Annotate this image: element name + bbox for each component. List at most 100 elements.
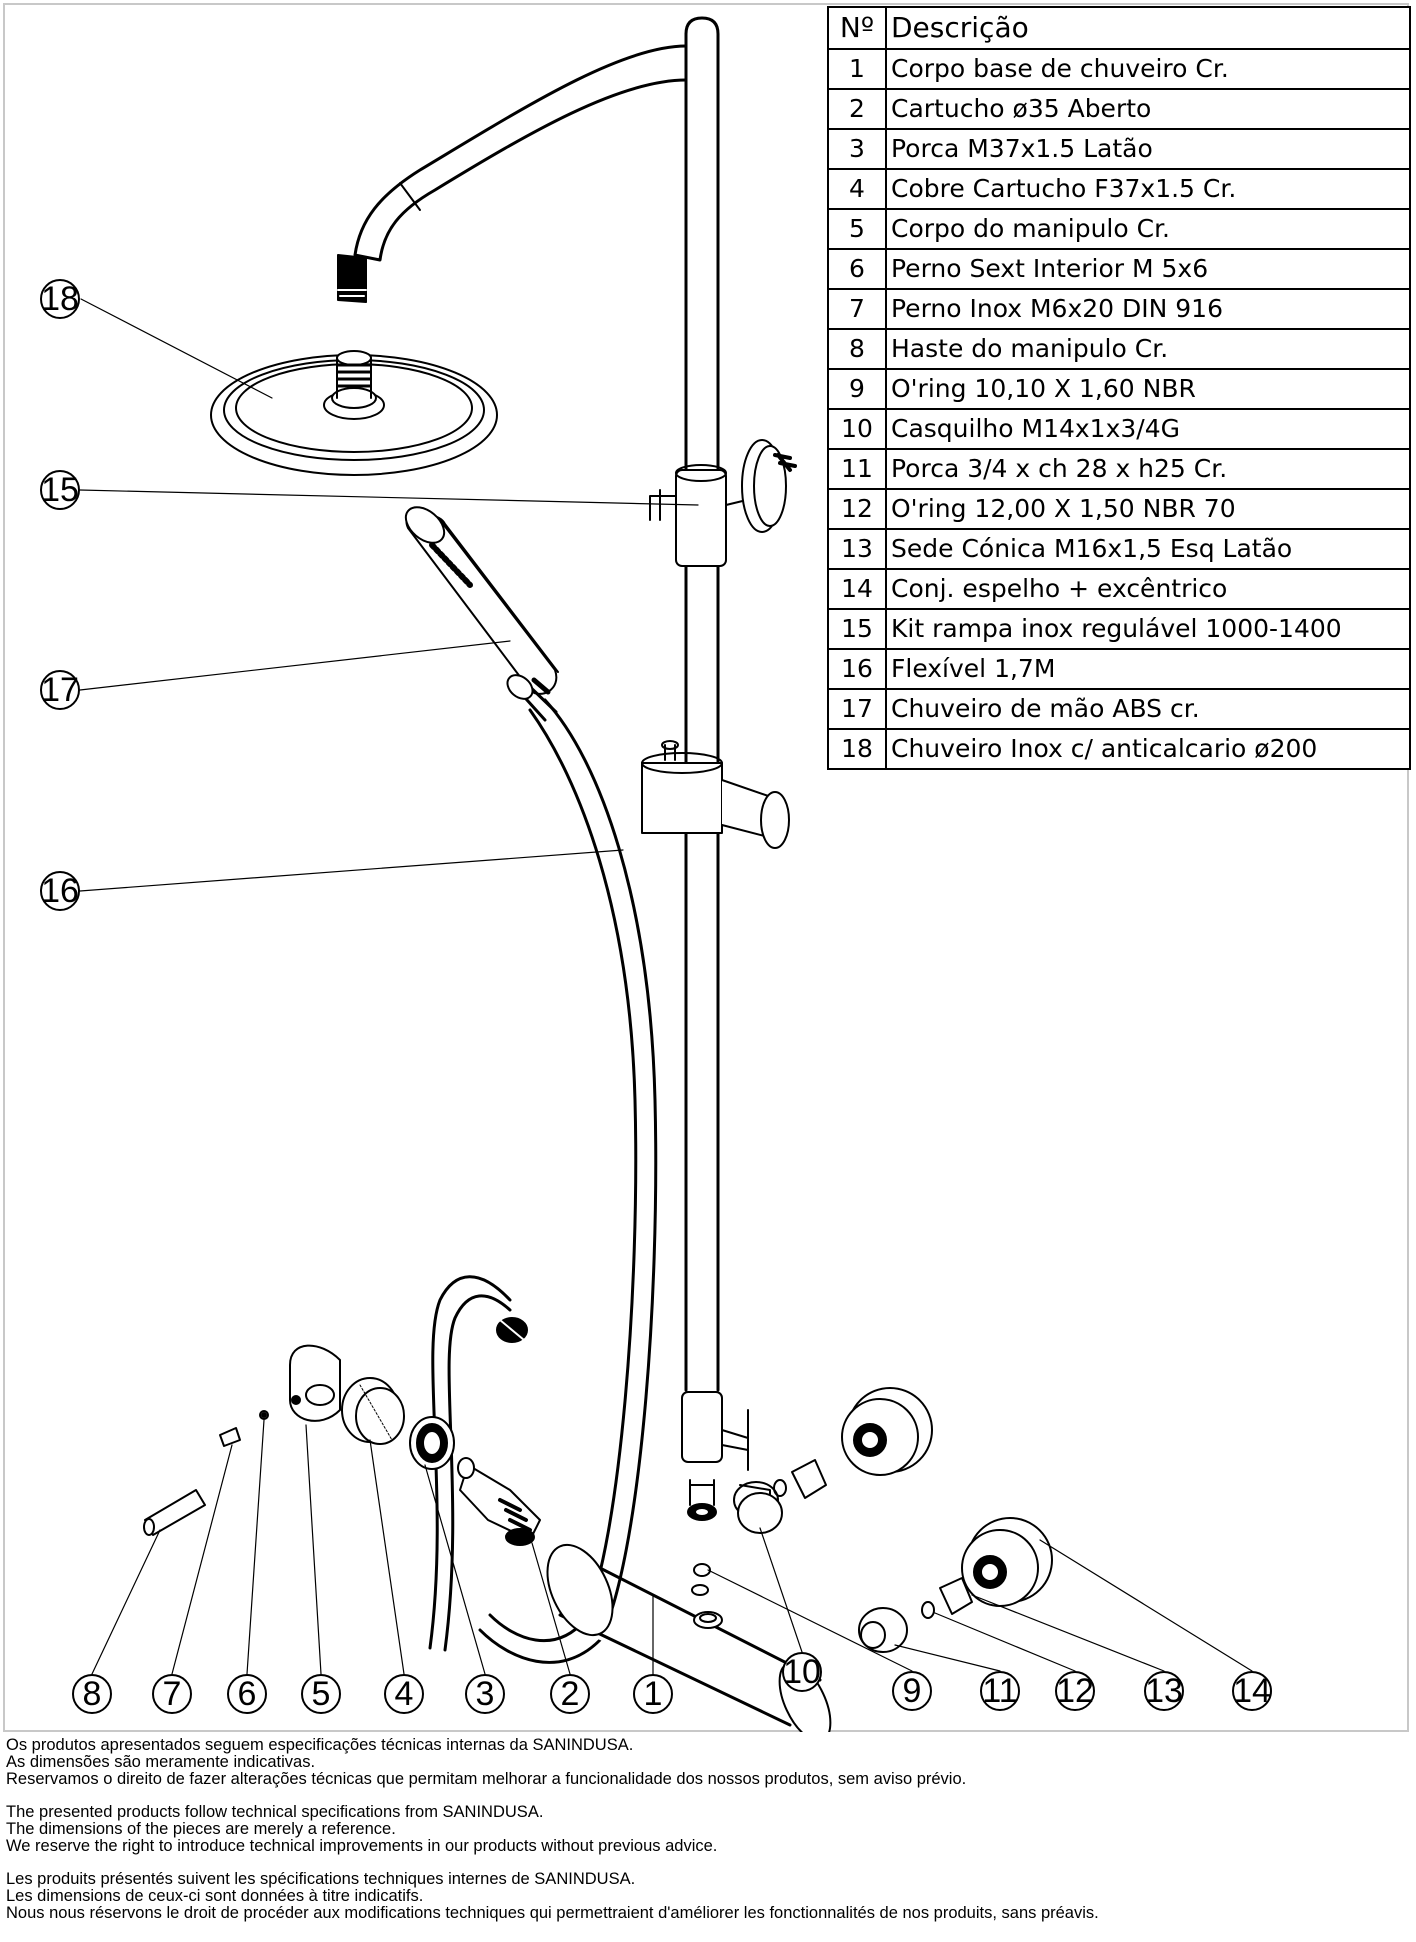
leader-lines [79, 298, 1253, 1675]
disclaimer-line: We reserve the right to introduce techni… [6, 1837, 718, 1855]
lower-hose [428, 1275, 528, 1652]
callout-2: 2 [550, 1674, 590, 1714]
disclaimer-line: The presented products follow technical … [6, 1803, 544, 1821]
rain-shower-head [210, 350, 498, 476]
part-description: Corpo do manipulo Cr. [885, 208, 1411, 250]
part-number: 3 [827, 128, 887, 170]
hand-shower [404, 506, 559, 695]
part-number: 11 [827, 448, 887, 490]
cartridge [457, 1457, 541, 1546]
disclaimer-footer: Os produtos apresentados seguem especifi… [6, 1737, 1406, 1938]
valve-riser [681, 1391, 779, 1521]
callout-11: 11 [980, 1671, 1020, 1711]
part-description: Haste do manipulo Cr. [885, 328, 1411, 370]
callout-10: 10 [782, 1652, 822, 1692]
part-description: Perno Sext Interior M 5x6 [885, 248, 1411, 290]
callout-8: 8 [72, 1674, 112, 1714]
part-number: 5 [827, 208, 887, 250]
part-description: Conj. espelho + excêntrico [885, 568, 1411, 610]
callout-17: 17 [40, 670, 80, 710]
shower-rail-arm [337, 16, 720, 1392]
part-description: Perno Inox M6x20 DIN 916 [885, 288, 1411, 330]
part-number: 4 [827, 168, 887, 210]
callout-12: 12 [1055, 1671, 1095, 1711]
part-description: O'ring 12,00 X 1,50 NBR 70 [885, 488, 1411, 530]
part-number: 14 [827, 568, 887, 610]
part-number: 16 [827, 648, 887, 690]
part-number: 18 [827, 728, 887, 770]
disclaimer-line: Les produits présentés suivent les spéci… [6, 1870, 636, 1888]
part-number: 12 [827, 488, 887, 530]
disclaimer-line: Nous nous réservons le droit de procéder… [6, 1904, 1099, 1922]
part-description: Chuveiro Inox c/ anticalcario ø200 [885, 728, 1411, 770]
part-number: 8 [827, 328, 887, 370]
part-description: Chuveiro de mão ABS cr. [885, 688, 1411, 730]
part-number: 6 [827, 248, 887, 290]
part-description: Corpo base de chuveiro Cr. [885, 48, 1411, 90]
callout-16: 16 [40, 871, 80, 911]
part-description: Cartucho ø35 Aberto [885, 88, 1411, 130]
handle-parts [143, 1344, 455, 1536]
drawing-frame [3, 3, 1409, 1732]
part-number: 10 [827, 408, 887, 450]
disclaimer-english: The presented products follow technical … [6, 1804, 1406, 1855]
part-description: Flexível 1,7M [885, 648, 1411, 690]
callout-13: 13 [1144, 1671, 1184, 1711]
disclaimer-line: As dimensões são meramente indicativas. [6, 1753, 316, 1771]
disclaimer-line: Reservamos o direito de fazer alterações… [6, 1770, 967, 1788]
disclaimer-line: The dimensions of the pieces are merely … [6, 1820, 396, 1838]
part-description: Cobre Cartucho F37x1.5 Cr. [885, 168, 1411, 210]
disclaimer-line: Les dimensions de ceux-ci sont données à… [6, 1887, 424, 1905]
part-number: 1 [827, 48, 887, 90]
callout-6: 6 [227, 1674, 267, 1714]
header-description: Descrição [885, 6, 1411, 50]
callout-18: 18 [40, 279, 80, 319]
header-number: Nº [827, 6, 887, 50]
callout-3: 3 [465, 1674, 505, 1714]
part-number: 9 [827, 368, 887, 410]
disclaimer-line: Os produtos apresentados seguem especifi… [6, 1736, 634, 1754]
rail-wall-bracket [649, 439, 797, 567]
part-number: 15 [827, 608, 887, 650]
callout-7: 7 [152, 1674, 192, 1714]
callout-1: 1 [633, 1674, 673, 1714]
callout-14: 14 [1232, 1671, 1272, 1711]
part-number: 7 [827, 288, 887, 330]
table-header-row: Nº Descrição [827, 6, 1411, 50]
callout-5: 5 [301, 1674, 341, 1714]
part-description: Kit rampa inox regulável 1000-1400 [885, 608, 1411, 650]
part-number: 2 [827, 88, 887, 130]
part-description: Casquilho M14x1x3/4G [885, 408, 1411, 450]
disclaimer-french: Les produits présentés suivent les spéci… [6, 1871, 1406, 1922]
part-description: Porca 3/4 x ch 28 x h25 Cr. [885, 448, 1411, 490]
flexible-hose [478, 674, 658, 1664]
callout-9: 9 [892, 1671, 932, 1711]
part-description: O'ring 10,10 X 1,60 NBR [885, 368, 1411, 410]
part-number: 13 [827, 528, 887, 570]
callout-4: 4 [384, 1674, 424, 1714]
part-description: Porca M37x1.5 Latão [885, 128, 1411, 170]
part-number: 17 [827, 688, 887, 730]
callout-15: 15 [40, 470, 80, 510]
slider-holder [641, 740, 790, 849]
wall-connection-parts [693, 1387, 1053, 1653]
